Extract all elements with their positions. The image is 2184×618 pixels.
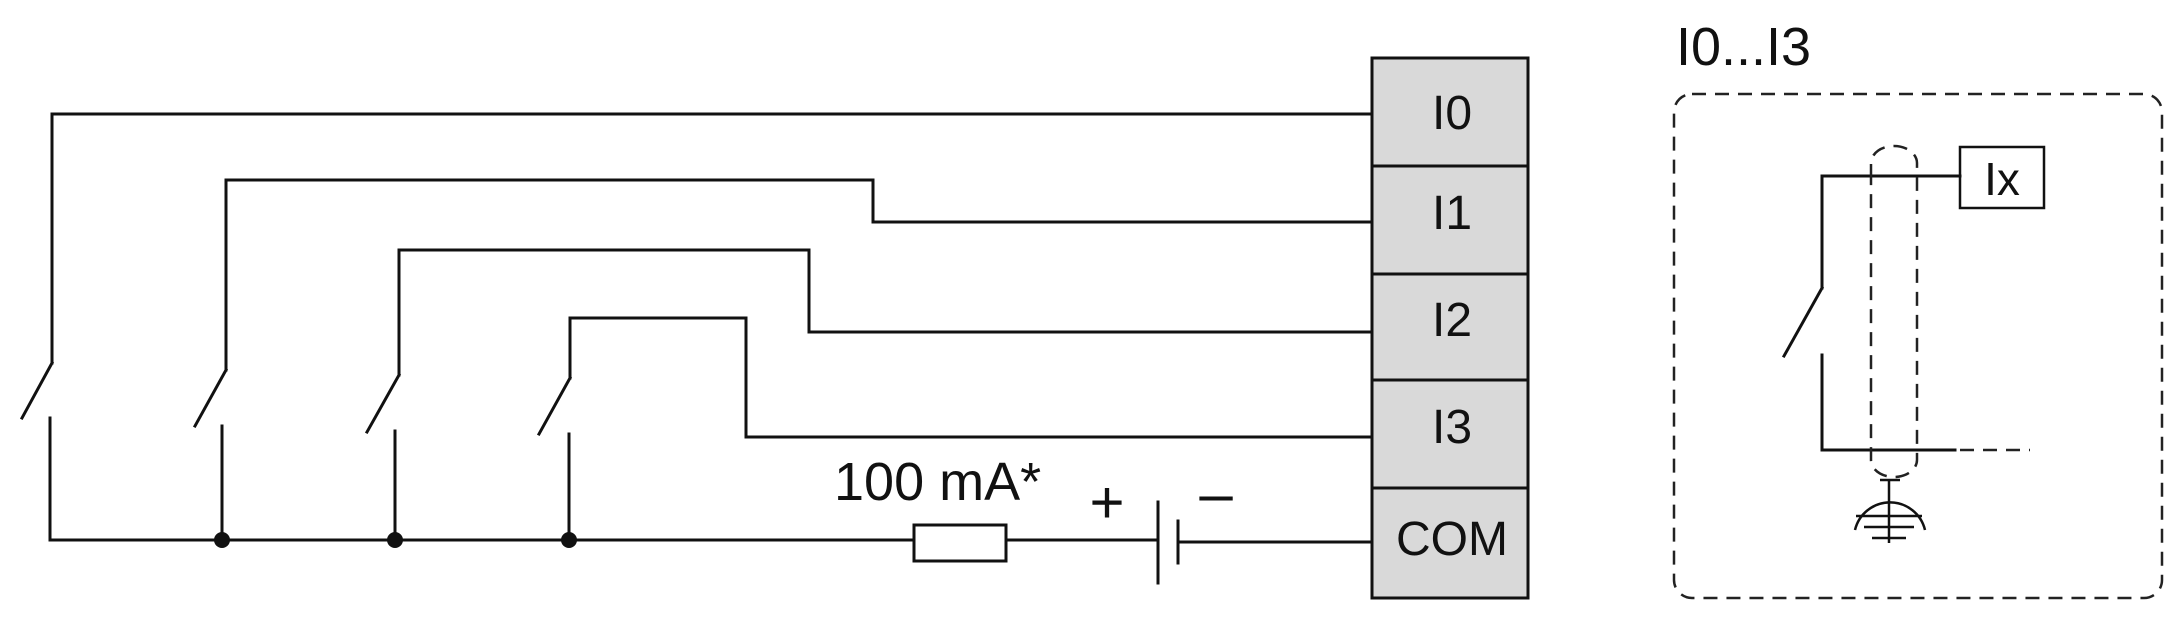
terminal-com [1370, 486, 1530, 600]
ground-icon [1853, 478, 1927, 543]
junction-dot [561, 532, 577, 548]
detail-title: I0...I3 [1676, 17, 1811, 77]
switch-s2-blade [364, 372, 402, 435]
polarity-minus: – [1199, 460, 1233, 527]
detail-view: I0...I3 Ix [1672, 17, 2164, 600]
switch-s1-blade [192, 367, 229, 429]
junction-dot [214, 532, 230, 548]
wire-i1 [224, 178, 1374, 372]
ground-arc [1853, 501, 1927, 531]
terminal-label-i3: I3 [1432, 401, 1472, 454]
terminal-block: I0 I1 I2 I3 COM [1370, 56, 1530, 600]
switch-icon [19, 360, 573, 542]
detail-wire-bottom [1820, 353, 1957, 452]
battery-icon [1156, 500, 1180, 585]
fuse-icon [912, 523, 1008, 563]
wire-i2 [397, 248, 1374, 377]
terminal-label-i0: I0 [1432, 87, 1472, 140]
terminal-i0 [1370, 56, 1530, 168]
shield-icon [1869, 144, 1919, 479]
wire-i3 [568, 316, 1374, 439]
wire-i0 [50, 112, 1374, 365]
switch-icon [1781, 285, 1825, 359]
detail-terminal-label: Ix [1984, 153, 2020, 205]
terminal-label-i1: I1 [1432, 187, 1472, 240]
switch-s3-blade [536, 375, 573, 437]
detail-wire-top [1820, 174, 1962, 290]
junction-dot [387, 532, 403, 548]
terminal-i1 [1370, 164, 1530, 276]
fuse-label: 100 mA* [834, 452, 1041, 512]
input-wires [50, 112, 1374, 439]
terminal-label-com: COM [1396, 513, 1508, 566]
terminal-i3 [1370, 378, 1530, 490]
common-bus: 100 mA* + – [48, 452, 1374, 585]
polarity-plus: + [1089, 469, 1124, 536]
cable-shield [1869, 144, 1919, 479]
switch-s0-blade [19, 360, 55, 421]
terminal-label-i2: I2 [1432, 294, 1472, 347]
detail-frame [1672, 92, 2164, 600]
